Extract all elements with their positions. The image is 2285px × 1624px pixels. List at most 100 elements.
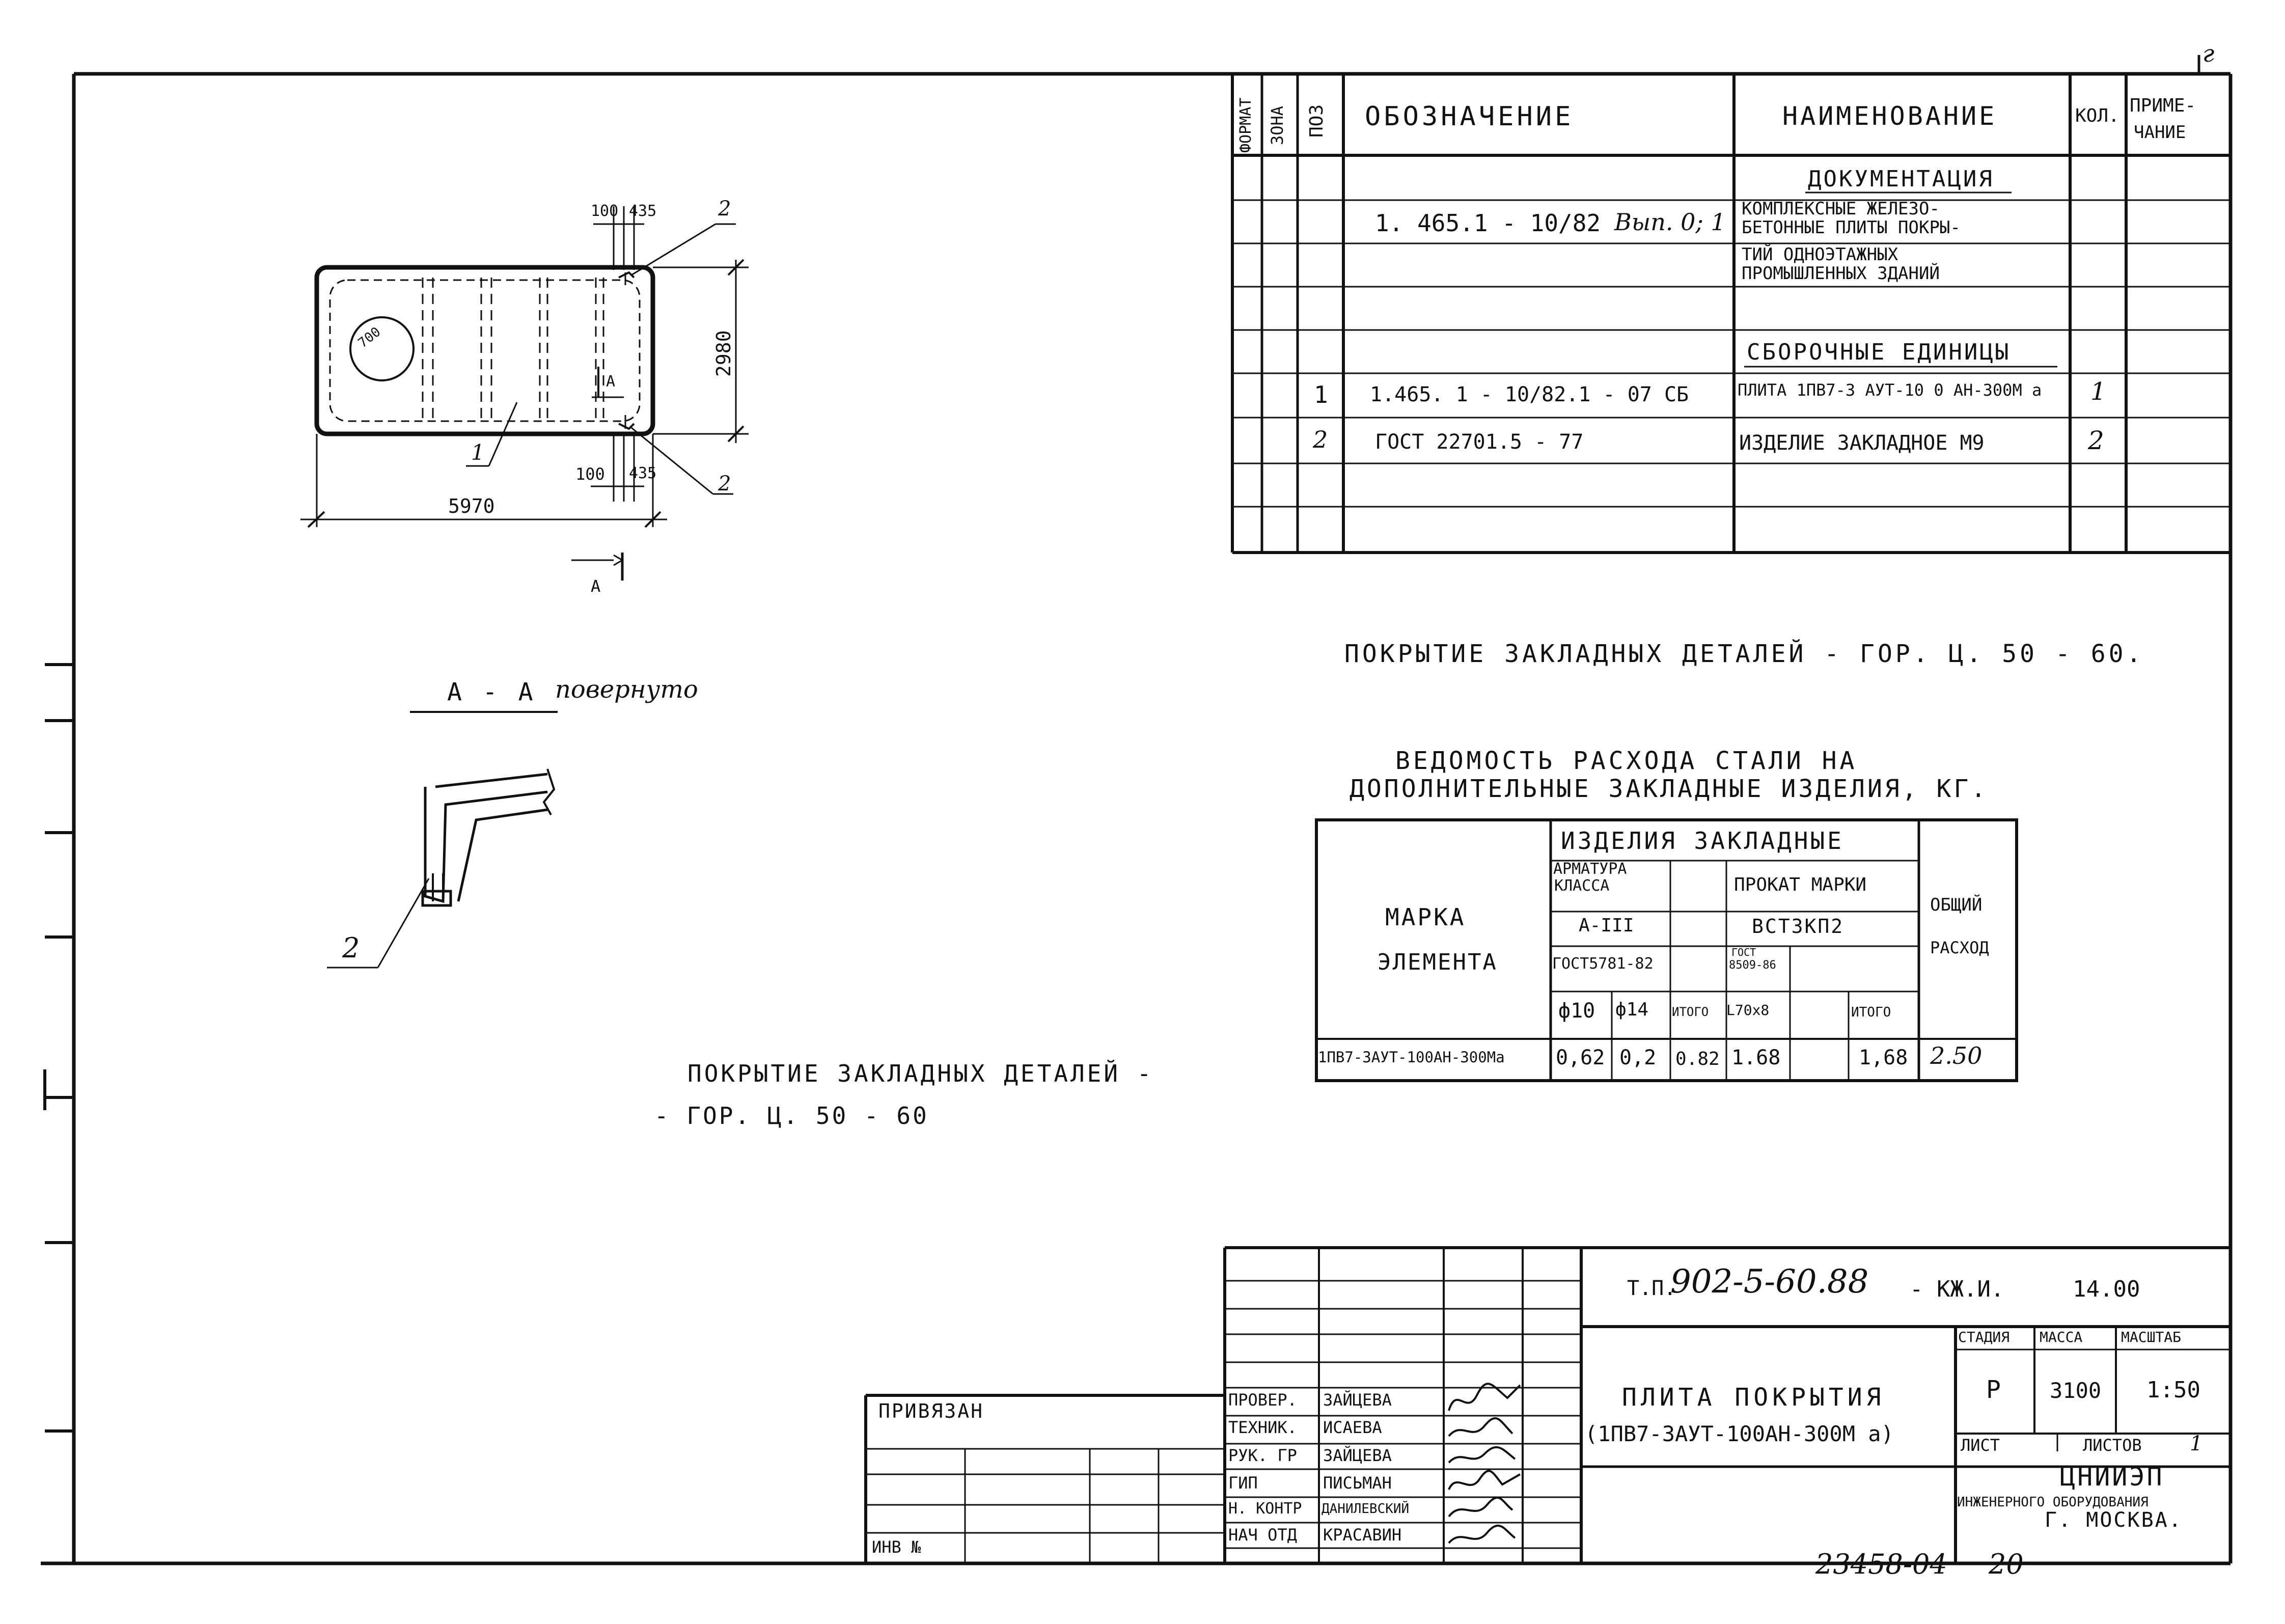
name-chief-engineer: ПИСЬМАН (1323, 1473, 1392, 1493)
total-header-line2: РАСХОД (1930, 938, 1989, 957)
sheets-value: 1 (2190, 1432, 2203, 1455)
doc-issue: Вып. 0; 1 (1614, 208, 1726, 236)
row2-designation: ГОСТ 22701.5 - 77 (1375, 430, 1584, 454)
section-leader-2: 2 (342, 932, 360, 964)
sheets-label: ЛИСТОВ (2083, 1436, 2142, 1455)
role-checked: ПРОВЕР. (1228, 1390, 1297, 1410)
tied-label: ПРИВЯЗАН (878, 1400, 984, 1422)
dim-height: 2980 (712, 330, 735, 377)
section-title: А - А (447, 678, 536, 706)
header-note-line2: ЧАНИЕ (2134, 122, 2186, 143)
org-name: ЦНИИЭП (2060, 1462, 2164, 1492)
note-right: ПОКРЫТИЕ ЗАКЛАДНЫХ ДЕТАЛЕЙ - ГОР. Ц. 50 … (1344, 640, 2144, 668)
row2-name: ИЗДЕЛИЕ ЗАКЛАДНОЕ М9 (1739, 431, 1985, 455)
name-technician: ИСАЕВА (1323, 1418, 1382, 1437)
dim-top-435: 435 (629, 202, 657, 220)
section-tag-small: А (606, 373, 616, 391)
dim-bot-435: 435 (629, 464, 657, 482)
rolled-gost-line1: ГОСТ (1731, 946, 1756, 958)
stage-value: Р (1986, 1375, 2001, 1404)
header-pos: ПОЗ (1306, 104, 1327, 137)
role-norm-control: Н. КОНТР (1228, 1500, 1302, 1518)
name-dept-head: КРАСАВИН (1323, 1525, 1402, 1545)
name-group-head: ЗАЙЦЕВА (1323, 1446, 1392, 1465)
dim-top-100: 100 (591, 202, 619, 220)
steel-row-mark: 1ПВ7-3АУТ-100АН-300Ма (1318, 1049, 1505, 1066)
leader-1: 1 (471, 440, 485, 465)
code-suffix: - КЖ.И. (1910, 1276, 2004, 1302)
doc-designation: 1. 465.1 - 10/82 (1375, 209, 1601, 237)
row1-qty: 1 (2090, 377, 2106, 406)
steel-title-line1: ВЕДОМОСТЬ РАСХОДА СТАЛИ НА (1395, 747, 1858, 775)
steel-row-rolled-total: 1,68 (1859, 1046, 1908, 1069)
rebar-class: А-III (1579, 915, 1634, 936)
row2-qty: 2 (2088, 426, 2104, 455)
code-number: 14.00 (2073, 1276, 2140, 1302)
drawing-title-line1: ПЛИТА ПОКРЫТИЯ (1622, 1383, 1885, 1412)
row1-name: ПЛИТА 1ПВ7-3 АУТ-10 0 АН-300М а (1738, 380, 2042, 400)
doc-name-line1: КОМПЛЕКСНЫЕ ЖЕЛЕЗО- (1742, 199, 1940, 219)
note-left-line1: ПОКРЫТИЕ ЗАКЛАДНЫХ ДЕТАЛЕЙ - (687, 1060, 1154, 1087)
steel-row-angle: 1.68 (1731, 1046, 1781, 1069)
name-checked: ЗАЙЦЕВА (1323, 1390, 1392, 1410)
dim-bot-100: 100 (575, 464, 605, 484)
row1-pos: 1 (1314, 381, 1328, 408)
rolled-header: ПРОКАТ МАРКИ (1734, 874, 1867, 895)
section-tag: А (591, 576, 601, 596)
page-mark: г (2203, 40, 2215, 67)
doc-name-line4: ПРОМЫШЛЕННЫХ ЗДАНИЙ (1742, 263, 1940, 284)
rebar-gost: ГОСТ5781-82 (1552, 955, 1654, 973)
archive-page: 20 (1989, 1548, 2024, 1580)
mark-header-line1: МАРКА (1385, 903, 1466, 931)
rebar-header-line2: КЛАССА (1554, 877, 1610, 895)
scale-value: 1:50 (2146, 1377, 2200, 1403)
mark-header-line2: ЭЛЕМЕНТА (1378, 949, 1498, 975)
steel-row-phi14: 0,2 (1619, 1046, 1657, 1069)
dim-width: 5970 (448, 495, 495, 517)
doc-name-line3: ТИЙ ОДНОЭТАЖНЫХ (1742, 244, 1898, 265)
drawing-title-line2: (1ПВ7-3АУТ-100АН-300М а) (1585, 1421, 1894, 1446)
col-phi10: ф10 (1558, 999, 1595, 1023)
code-prefix: Т.П. (1627, 1277, 1676, 1300)
leader-2-bot: 2 (718, 472, 731, 496)
col-rebar-total: ИТОГО (1672, 1005, 1709, 1019)
leader-2-top: 2 (718, 197, 731, 221)
archive-number: 23458-04 (1815, 1548, 1947, 1580)
steel-row-rebar-total: 0.82 (1675, 1049, 1720, 1069)
name-norm-control: ДАНИЛЕВСКИЙ (1322, 1501, 1410, 1517)
stage-label: СТАДИЯ (1958, 1329, 2010, 1345)
header-name: НАИМЕНОВАНИЕ (1782, 101, 1997, 131)
header-zone: ЗОНА (1268, 105, 1287, 145)
sheet-label: ЛИСТ (1961, 1436, 2000, 1455)
row1-designation: 1.465. 1 - 10/82.1 - 07 СБ (1370, 383, 1689, 406)
role-dept-head: НАЧ ОТД (1228, 1525, 1297, 1545)
header-designation: ОБОЗНАЧЕНИЕ (1365, 101, 1574, 132)
role-chief-engineer: ГИП (1228, 1473, 1258, 1493)
mass-label: МАССА (2040, 1329, 2083, 1345)
col-angle: L70х8 (1726, 1002, 1770, 1019)
mass-value: 3100 (2050, 1378, 2102, 1403)
inv-label: ИНВ № (872, 1537, 921, 1557)
org-city: Г. МОСКВА. (2045, 1508, 2183, 1532)
doc-name-line2: БЕТОННЫЕ ПЛИТЫ ПОКРЫ- (1742, 217, 1961, 238)
header-qty: КОЛ. (2075, 105, 2119, 126)
section-documentation: ДОКУМЕНТАЦИЯ (1808, 166, 1994, 192)
section-assemblies: СБОРОЧНЫЕ ЕДИНИЦЫ (1747, 339, 2011, 365)
steel-row-total: 2.50 (1930, 1042, 1983, 1069)
org-subtitle: ИНЖЕНЕРНОГО ОБОРУДОВАНИЯ (1957, 1495, 2149, 1510)
col-rolled-total: ИТОГО (1851, 1005, 1891, 1020)
rolled-gost-line2: 8509-86 (1729, 959, 1776, 972)
embedded-items-header: ИЗДЕЛИЯ ЗАКЛАДНЫЕ (1561, 827, 1844, 855)
row2-pos: 2 (1313, 426, 1328, 453)
total-header-line1: ОБЩИЙ (1930, 895, 1983, 915)
rebar-header-line1: АРМАТУРА (1553, 860, 1627, 878)
steel-row-phi10: 0,62 (1556, 1046, 1605, 1069)
section-title-note: повернуто (555, 675, 698, 704)
scale-label: МАСШТАБ (2121, 1329, 2182, 1345)
role-group-head: РУК. ГР (1228, 1446, 1297, 1465)
role-technician: ТЕХНИК. (1228, 1418, 1297, 1437)
drawing-code: 902-5-60.88 (1670, 1263, 1869, 1301)
note-left-line2: - ГОР. Ц. 50 - 60 (654, 1102, 929, 1130)
